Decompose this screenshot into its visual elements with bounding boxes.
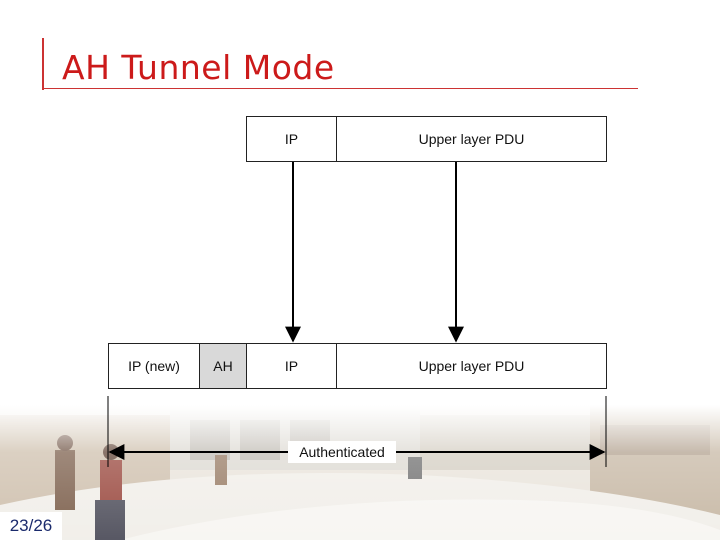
original-upper-layer-pdu-box: Upper layer PDU xyxy=(336,116,607,162)
new-ip-header-box: IP (new) xyxy=(108,343,200,389)
original-ip-header-box: IP xyxy=(246,116,337,162)
inner-ip-header-label: IP xyxy=(284,358,299,374)
new-ip-header-label: IP (new) xyxy=(128,358,180,374)
inner-upper-layer-pdu-label: Upper layer PDU xyxy=(418,358,525,374)
ah-header-box: AH xyxy=(199,343,247,389)
inner-upper-layer-pdu-box: Upper layer PDU xyxy=(336,343,607,389)
inner-ip-header-box: IP xyxy=(246,343,337,389)
authenticated-span-label: Authenticated xyxy=(288,441,396,463)
slide-page-number: 23/26 xyxy=(0,512,62,540)
original-upper-layer-pdu-label: Upper layer PDU xyxy=(418,131,525,147)
slide-title: AH Tunnel Mode xyxy=(62,48,335,87)
original-ip-header-label: IP xyxy=(284,131,299,147)
background-photo xyxy=(0,405,720,540)
title-accent-horizontal-rule xyxy=(42,88,638,89)
ah-header-label: AH xyxy=(213,358,233,374)
title-accent-vertical-rule xyxy=(42,38,44,90)
